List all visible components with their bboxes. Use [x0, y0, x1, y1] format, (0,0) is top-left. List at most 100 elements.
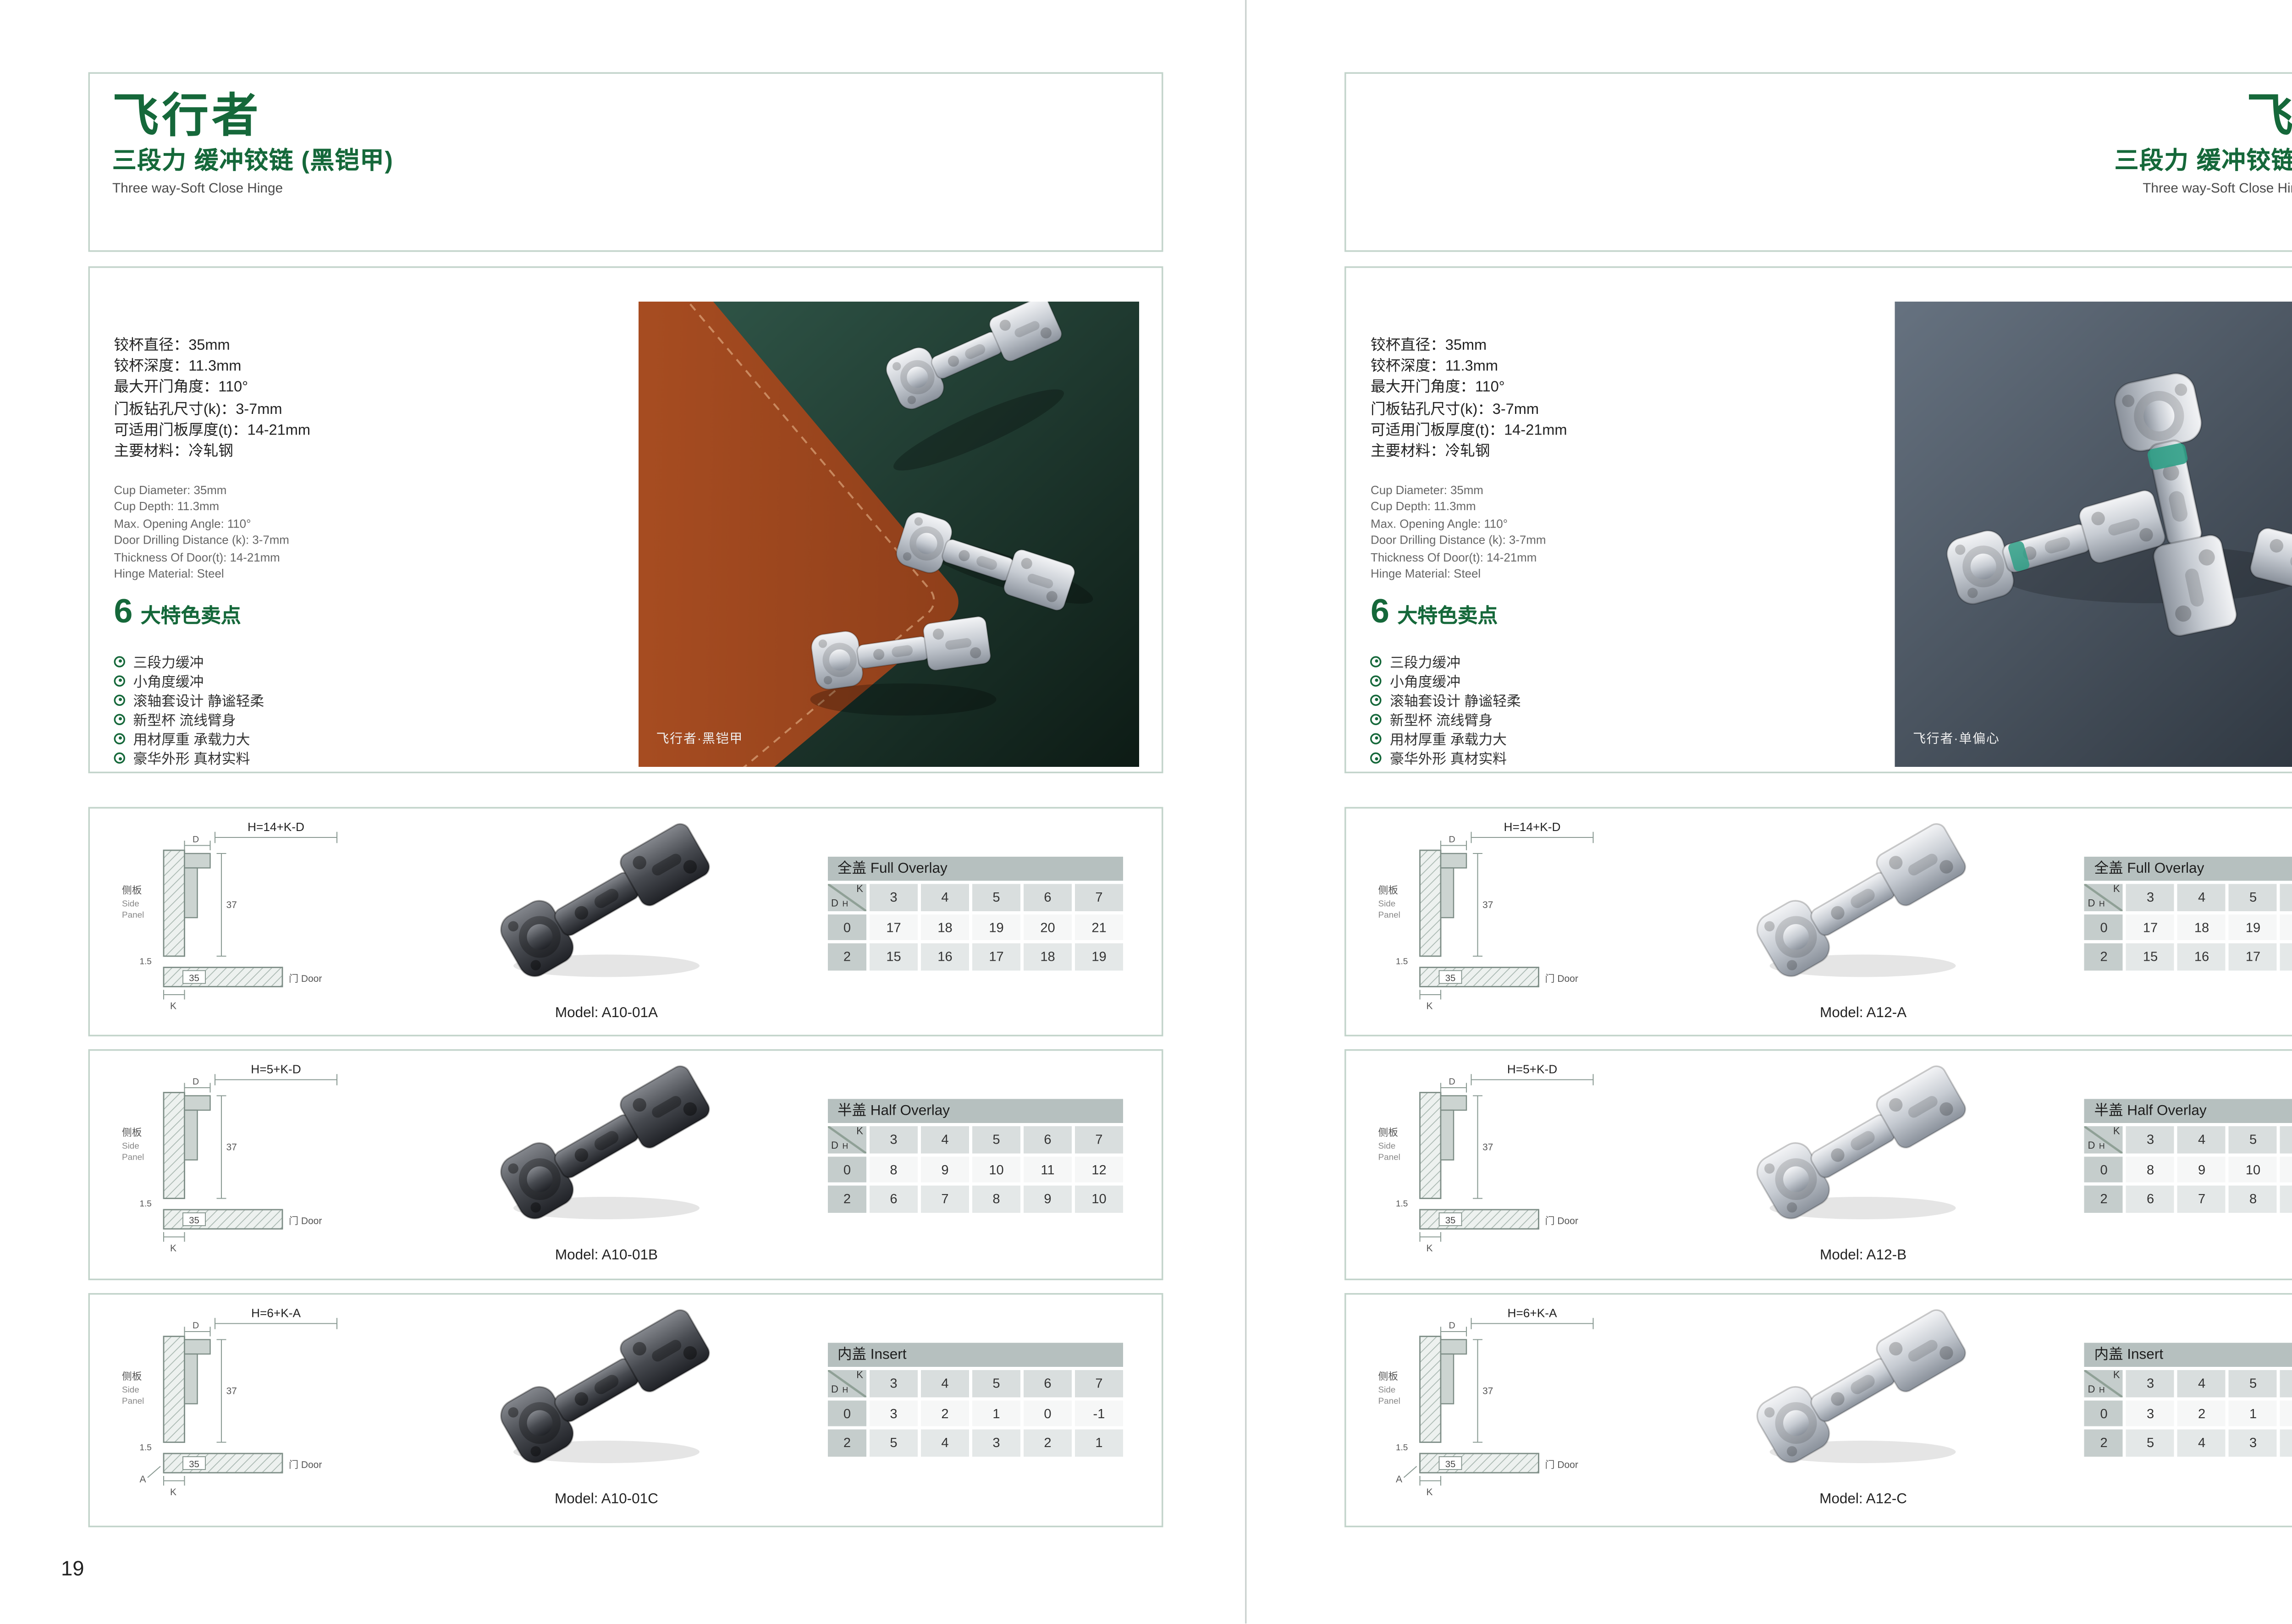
svg-text:H=5+K-D: H=5+K-D: [1508, 1062, 1558, 1076]
feature-bullet-icon: [1371, 713, 1382, 725]
spec-line-cn: 铰杯直径：35mm: [1371, 336, 1567, 357]
table-value-cell: 0: [1024, 1399, 1072, 1426]
table-k-header-cell: 4: [921, 1370, 969, 1397]
feature-item-label: 小角度缓冲: [1390, 673, 1461, 689]
feature-item: 新型杯 流线臂身: [1371, 710, 1521, 729]
svg-text:1.5: 1.5: [140, 1443, 152, 1453]
table-k-header-cell: 3: [2126, 1126, 2175, 1153]
mounting-diagram: H=14+K-D 侧板 Side Panel D 37 1.5 35 门 Doo…: [116, 815, 397, 1024]
spec-line-en: Cup Depth: 11.3mm: [1371, 500, 1546, 516]
mounting-diagram: H=6+K-A 侧板 Side Panel D 37 1.5 35 门 Door…: [116, 1301, 397, 1510]
product-series-title: 三段力 缓冲铰链 (单偏心): [2114, 148, 2292, 175]
feature-item-label: 豪华外形 真材实料: [133, 751, 250, 767]
features-title: 大特色卖点: [1397, 605, 1498, 628]
table-value-cell: 17: [2229, 943, 2277, 970]
table-row-label-cell: 0: [828, 1156, 866, 1183]
table-value-cell: 20: [2280, 914, 2292, 940]
spec-line-en-label: Max. Opening Angle: 110°: [114, 516, 251, 531]
svg-text:37: 37: [226, 1386, 237, 1397]
table-k-header-cell: 4: [2177, 884, 2226, 911]
page-divider: [1244, 0, 1246, 1624]
table-value-cell: 3: [2229, 1429, 2277, 1456]
feature-item: 小角度缓冲: [114, 671, 264, 690]
svg-text:H=6+K-A: H=6+K-A: [251, 1306, 301, 1320]
table-row-label-cell: 2: [2084, 1429, 2123, 1456]
product-photo: [446, 1054, 767, 1240]
spec-line-cn: 门板钻孔尺寸(k)：3-7mm: [1371, 399, 1567, 420]
spec-line-cn-label: 主要材料：冷轧钢: [1371, 443, 1490, 459]
feature-item: 用材厚重 承载力大: [114, 729, 264, 748]
feature-bullet-icon: [1371, 675, 1382, 686]
table-k-header-cell: 3: [2126, 1370, 2175, 1397]
spec-line-cn-label: 铰杯直径：35mm: [114, 337, 230, 353]
model-label: Model: A10-01C: [555, 1490, 658, 1507]
svg-text:K: K: [1427, 1243, 1433, 1254]
spec-line-en: Max. Opening Angle: 110°: [1371, 516, 1546, 533]
table-value-cell: 8: [972, 1185, 1020, 1212]
svg-text:D: D: [193, 1321, 199, 1331]
spec-line-cn-label: 门板钻孔尺寸(k)：3-7mm: [1371, 400, 1539, 417]
svg-text:侧板: 侧板: [1379, 1371, 1399, 1382]
svg-text:门 Door: 门 Door: [289, 1216, 322, 1227]
table-value-cell: 8: [2229, 1185, 2277, 1212]
svg-text:K: K: [1427, 1487, 1433, 1497]
table-k-header-cell: 6: [1024, 1126, 1072, 1153]
table-value-cell: 18: [1024, 943, 1072, 970]
spec-line-en: Hinge Material: Steel: [114, 567, 289, 583]
product-series-subtitle-en: Three way-Soft Close Hinge: [112, 180, 283, 196]
spec-line-cn-label: 铰杯直径：35mm: [1371, 337, 1487, 353]
product-photo: [446, 1298, 767, 1484]
svg-text:D: D: [1449, 1321, 1456, 1331]
product-photo: [1703, 1054, 2024, 1240]
feature-item: 小角度缓冲: [1371, 671, 1521, 690]
svg-text:37: 37: [1483, 1386, 1493, 1397]
table-k-header-cell: 7: [1075, 884, 1123, 911]
feature-item: 用材厚重 承载力大: [1371, 729, 1521, 748]
features-title: 大特色卖点: [140, 605, 241, 628]
table-k-header-cell: 4: [2177, 1370, 2226, 1397]
svg-text:Panel: Panel: [122, 1153, 144, 1162]
feature-item-label: 滚轴套设计 静谧轻柔: [133, 693, 264, 709]
table-title: 全盖 Full Overlay: [828, 857, 1123, 881]
features-heading: 6 大特色卖点: [114, 594, 241, 632]
spec-line-en-label: Cup Diameter: 35mm: [1371, 483, 1483, 498]
page-right: 飞行者 三段力 缓冲铰链 (单偏心) Three way-Soft Close …: [1245, 0, 2292, 1624]
svg-text:Panel: Panel: [1379, 910, 1401, 920]
table-value-cell: 0: [2280, 1399, 2292, 1426]
table-value-cell: 1: [972, 1399, 1020, 1426]
svg-text:H=14+K-D: H=14+K-D: [1504, 820, 1561, 834]
table-value-cell: 19: [2229, 914, 2277, 940]
product-row-half-overlay: H=5+K-D 侧板 Side Panel D 37 1.5 35 门 Door…: [1345, 1049, 2292, 1280]
svg-text:35: 35: [1446, 1216, 1456, 1226]
table-value-cell: 17: [972, 943, 1020, 970]
table-row-label-cell: 0: [2084, 914, 2123, 940]
svg-text:35: 35: [189, 1216, 199, 1226]
feature-bullet-icon: [114, 733, 125, 744]
feature-item: 豪华外形 真材实料: [1371, 749, 1521, 768]
page-header: 飞行者 三段力 缓冲铰链 (黑铠甲) Three way-Soft Close …: [88, 72, 1163, 252]
hero-photo-caption: 飞行者·黑铠甲: [656, 732, 744, 746]
table-value-cell: 20: [1024, 914, 1072, 940]
table-value-cell: 8: [870, 1156, 918, 1183]
table-value-cell: 16: [2177, 943, 2226, 970]
svg-text:K: K: [170, 1487, 176, 1497]
table-value-cell: 15: [870, 943, 918, 970]
spec-line-en-label: Max. Opening Angle: 110°: [1371, 516, 1508, 531]
svg-text:D: D: [1449, 835, 1456, 845]
table-value-cell: 17: [870, 914, 918, 940]
feature-bullet-icon: [1371, 694, 1382, 706]
feature-item-label: 豪华外形 真材实料: [1390, 751, 1507, 767]
svg-text:35: 35: [189, 1459, 199, 1470]
spec-line-en: Max. Opening Angle: 110°: [114, 516, 289, 533]
table-title: 半盖 Half Overlay: [2084, 1099, 2292, 1123]
spec-line-en-label: Cup Depth: 11.3mm: [1371, 499, 1476, 514]
table-value-cell: 11: [1024, 1156, 1072, 1183]
